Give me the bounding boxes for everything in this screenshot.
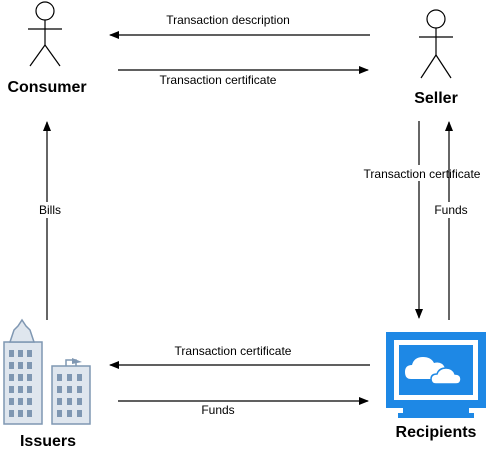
recipients-label: Recipients: [396, 424, 477, 441]
consumer-actor-icon: [28, 1, 62, 67]
edge-label-funds-bottom: Funds: [201, 403, 234, 417]
edge-label-transaction-certificate-bottom: Transaction certificate: [175, 344, 292, 358]
edge-label-background: [356, 165, 488, 181]
seller-actor-icon: [419, 9, 453, 79]
buildings-icon: [3, 318, 91, 425]
edge-label-transaction-description: Transaction description: [166, 13, 290, 27]
issuers-label: Issuers: [20, 433, 76, 450]
cloud-monitor-icon: [386, 332, 486, 418]
edge-label-background: [34, 202, 62, 218]
seller-label: Seller: [414, 90, 458, 107]
edge-label-transaction-certificate-right: Transaction certificate: [364, 167, 481, 181]
edge-label-funds-right: Funds: [434, 203, 467, 217]
consumer-label: Consumer: [7, 79, 86, 96]
edge-label-background: [434, 202, 466, 218]
edge-label-bills: Bills: [39, 203, 61, 217]
edge-label-transaction-certificate-top: Transaction certificate: [160, 73, 277, 87]
